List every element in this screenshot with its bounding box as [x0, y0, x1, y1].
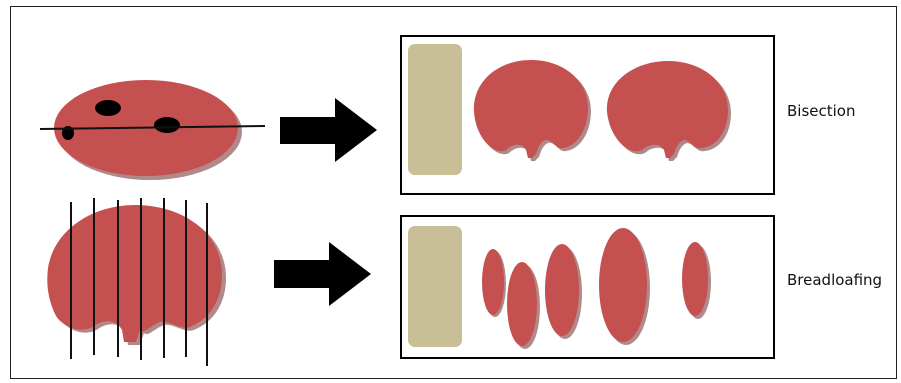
figure-frame [10, 6, 897, 379]
bisected-half [606, 61, 731, 161]
bisection-specimen [39, 80, 266, 180]
cassette-block [408, 226, 462, 347]
tissue-slice [599, 228, 650, 345]
tissue-slice [482, 249, 506, 317]
cassette-block [408, 44, 462, 175]
cut-line [39, 125, 266, 130]
bisected-half [473, 60, 591, 161]
breadloafing-specimen [47, 198, 226, 366]
arrow-right-icon [274, 242, 371, 306]
breadloafing-label: Breadloafing [787, 271, 883, 289]
arrow-right-icon [280, 98, 377, 162]
lesion-dot [154, 117, 180, 133]
lesion-dot [95, 100, 121, 116]
tissue-slice [682, 242, 711, 319]
breadloafing-result-box [400, 215, 775, 359]
bisection-label: Bisection [787, 102, 856, 120]
tissue-slice [545, 244, 582, 339]
tissue-slice [507, 262, 540, 349]
